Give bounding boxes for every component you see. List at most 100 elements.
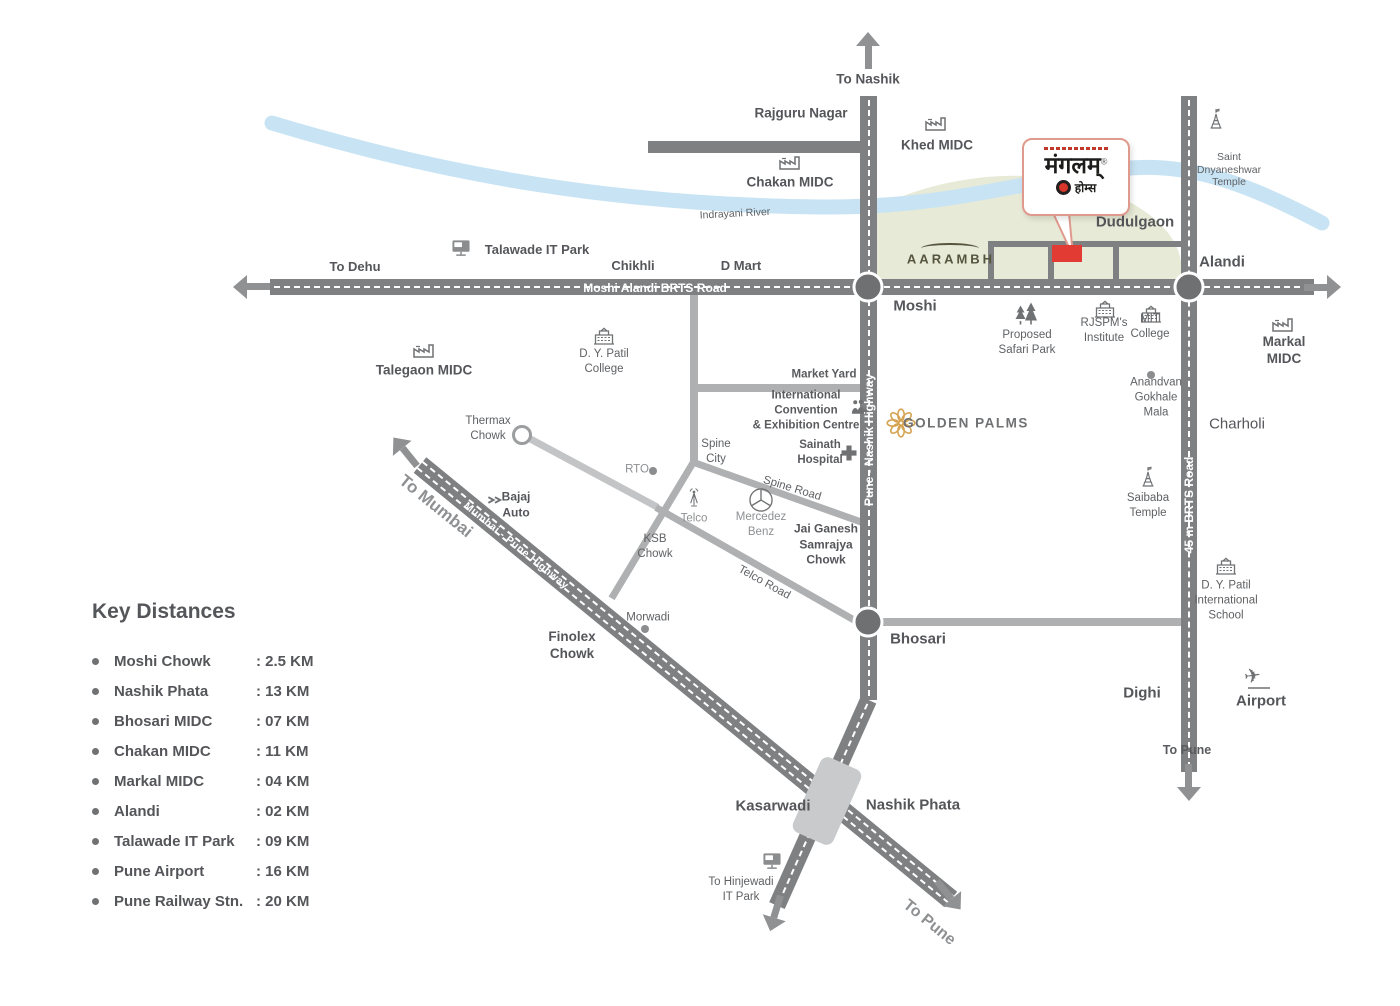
map-label-bajaj-auto: Bajaj Auto — [501, 489, 531, 519]
flower-icon — [886, 408, 916, 438]
ring-icon — [512, 425, 532, 445]
logo-tagline-decoration — [1044, 147, 1108, 150]
key-distance-row: Pune Railway Stn.: 20 KM — [92, 886, 372, 916]
bullet-icon — [92, 867, 99, 875]
factory-icon — [1271, 315, 1295, 333]
map-label-finolex-chowk: Finolex Chowk — [548, 629, 596, 661]
map-label-anandvan-gokhale-mala: Anandvan Gokhale Mala — [1130, 376, 1182, 419]
map-label-sainath-hospital: Sainath Hospital — [797, 439, 843, 466]
key-distances-title: Key Distances — [92, 600, 236, 623]
map-label-jai-ganesh-samrajya-chowk: Jai Ganesh Samrajya Chowk — [793, 521, 859, 567]
map-label-dighi: Dighi — [1123, 684, 1161, 702]
map-label-to-hinjewadi-it-park: To Hinjewadi IT Park — [708, 876, 774, 903]
key-distance-row: Talawade IT Park: 09 KM — [92, 826, 372, 856]
brand-name: मंगलम्® — [1044, 152, 1108, 178]
map-label-airport: Airport — [1236, 692, 1286, 710]
map-label-alandi: Alandi — [1199, 253, 1245, 271]
map-label-bhosari: Bhosari — [890, 630, 946, 648]
map-label-proposed-safari-park: Proposed Safari Park — [998, 329, 1056, 356]
school-icon — [1215, 557, 1237, 575]
registered-mark: ® — [1100, 156, 1108, 167]
map-label-brts-road-name: Moshi Alandi BRTS Road — [583, 281, 727, 295]
bullet-icon — [92, 657, 99, 665]
map-label-pune-nashik-highway-name: Pune - Nashik Highway — [862, 373, 876, 507]
key-distance-row: Bhosari MIDC: 07 KM — [92, 706, 372, 736]
antenna-icon — [685, 487, 704, 508]
arrow-brts-east — [1301, 275, 1341, 299]
arrow-to-nashik — [856, 32, 880, 72]
map-label-d-mart: D Mart — [720, 257, 762, 273]
map-label-nashik-phata: Nashik Phata — [865, 796, 961, 814]
key-distance-row: Pune Airport: 16 KM — [92, 856, 372, 886]
map-label-telco: Telco — [680, 512, 708, 525]
monitor-icon — [452, 239, 471, 257]
bullet-icon — [92, 687, 99, 695]
plot-boundary-top — [988, 241, 1184, 247]
key-distance-row: Chakan MIDC: 11 KM — [92, 736, 372, 766]
map-label-spine-city: Spine City — [701, 438, 731, 465]
map-label-dy-patil-college: D. Y. Patil College — [579, 348, 629, 375]
road-45m-brts — [1181, 96, 1197, 772]
road-pune-nashik-highway — [860, 96, 877, 700]
brand-dot-icon — [1055, 180, 1071, 196]
svg-text:✈: ✈ — [1243, 665, 1262, 689]
map-label-saint-dnyaneshwar-temple: Saint Dnyaneshwar Temple — [1196, 151, 1262, 189]
map-label-talawade: Talawade IT Park — [484, 241, 590, 257]
key-distance-row: Moshi Chowk: 2.5 KM — [92, 646, 372, 676]
road-rajguru — [648, 141, 862, 153]
map-label-dudulgaon: Dudulgaon — [1095, 213, 1175, 231]
factory-icon — [412, 341, 436, 359]
monitor-icon — [763, 852, 782, 870]
map-label-chakan-midc: Chakan MIDC — [746, 174, 834, 190]
bullet-icon — [92, 777, 99, 785]
plot-divider — [1113, 241, 1119, 280]
project-site-marker — [1052, 245, 1082, 262]
map-label-mercedez-benz: Mercedez Benz — [735, 511, 787, 538]
map-label-charholi: Charholi — [1209, 415, 1265, 433]
brand-sub-name: होम्स — [1074, 180, 1097, 195]
map-label-to-nashik: To Nashik — [836, 71, 900, 87]
arrow-brts-west — [233, 275, 273, 299]
cross-icon — [841, 445, 857, 461]
map-label-moshi: Moshi — [893, 297, 937, 315]
plot-divider — [988, 241, 994, 280]
bullet-icon — [92, 897, 99, 905]
arrow-to-pune-45m — [1177, 761, 1201, 801]
map-label-thermax-chowk: Thermax Chowk — [465, 415, 511, 442]
school-icon — [1094, 300, 1116, 318]
bullet-icon — [92, 717, 99, 725]
temple-icon — [1139, 466, 1157, 489]
map-label-rjspm-institute: RJSPM's Institute — [1080, 317, 1128, 344]
school-icon — [593, 327, 615, 345]
map-label-markal-midc: Markal MIDC — [1262, 334, 1306, 366]
key-distance-row: Markal MIDC: 04 KM — [92, 766, 372, 796]
map-label-golden-palms: GOLDEN PALMS — [903, 415, 1029, 431]
dot-icon — [1147, 371, 1155, 379]
map-label-market-yard: Market Yard — [791, 368, 857, 381]
map-label-morwadi: Morwadi — [626, 611, 670, 624]
map-label-brts-45m-name: 45 m BRTS Road — [1182, 456, 1196, 554]
map-label-rto: RTO — [625, 463, 649, 476]
map-label-aarambh: AARAMBH — [906, 251, 996, 267]
mercedes-icon — [749, 488, 774, 513]
junction-alandi — [1173, 271, 1205, 303]
bullet-icon — [92, 747, 99, 755]
dot-icon — [641, 625, 649, 633]
road-moshi-alandi-brts — [270, 279, 1314, 295]
map-label-icec: International Convention & Exhibition Ce… — [752, 389, 860, 432]
plot-divider — [1048, 241, 1054, 280]
bullet-icon — [92, 807, 99, 815]
road-bhosari-east — [868, 618, 1189, 626]
bajaj-icon — [487, 494, 504, 507]
map-label-dy-patil-school: D. Y. Patil International School — [1194, 579, 1258, 622]
factory-icon — [778, 153, 802, 171]
junction-bhosari — [852, 606, 884, 638]
plane-icon: ✈ — [1243, 663, 1275, 691]
bullet-icon — [92, 837, 99, 845]
people-icon — [850, 399, 873, 415]
map-label-mit-college: MIT College — [1130, 313, 1170, 340]
map-label-saibaba-temple: Saibaba Temple — [1126, 492, 1170, 519]
key-distance-row: Alandi: 02 KM — [92, 796, 372, 826]
